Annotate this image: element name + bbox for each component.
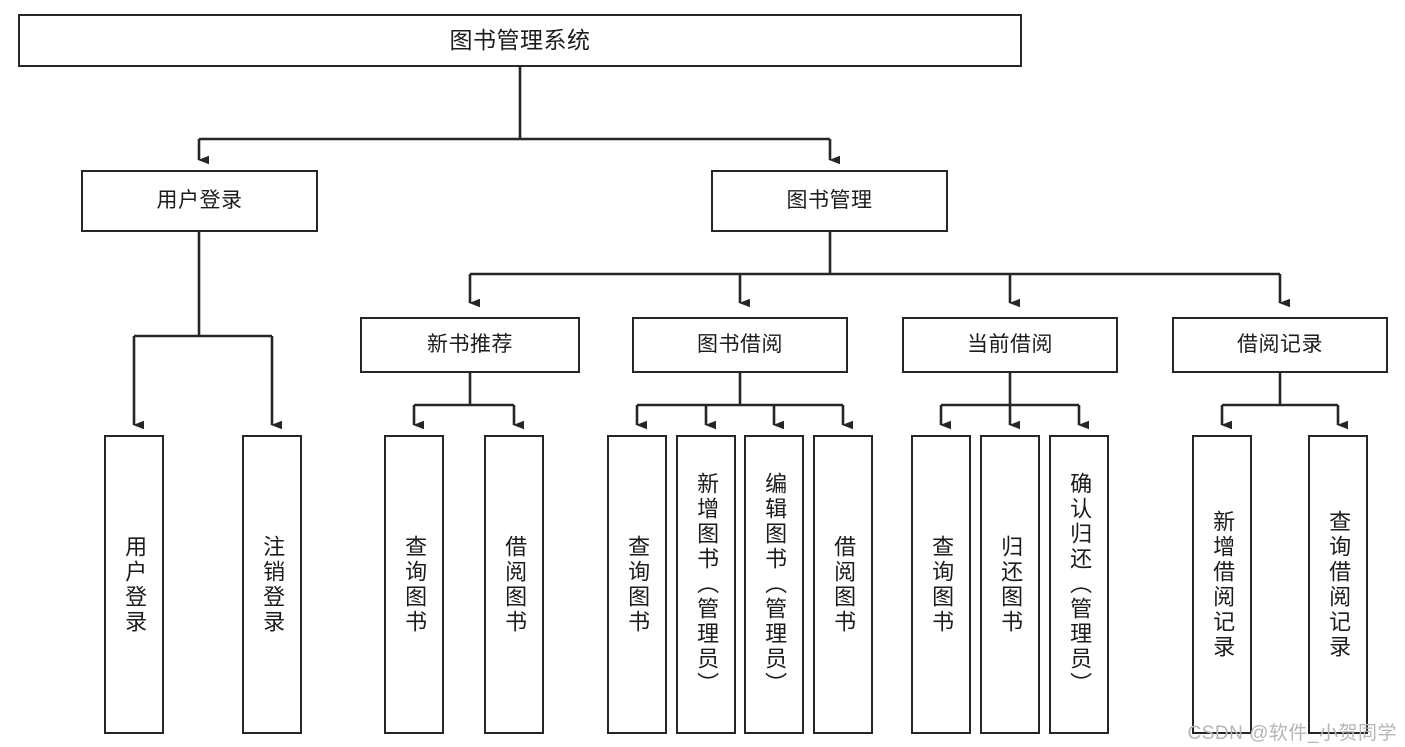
node-label: 借阅记录 bbox=[1237, 332, 1323, 356]
node-label: 图书管理系统 bbox=[449, 27, 591, 54]
node-book-borrow[interactable]: 图书借阅 bbox=[632, 317, 848, 373]
leaf-query-book-recommend[interactable]: 查询图书 bbox=[384, 435, 444, 734]
leaf-query-borrow-record[interactable]: 查询借阅记录 bbox=[1308, 435, 1368, 734]
node-label: 查询图书 bbox=[625, 534, 651, 635]
leaf-query-book-borrow[interactable]: 查询图书 bbox=[607, 435, 667, 734]
leaf-edit-book-admin[interactable]: 编辑图书（管理员） bbox=[744, 435, 804, 734]
node-label: 新增借阅记录 bbox=[1210, 509, 1236, 660]
leaf-add-book-admin[interactable]: 新增图书（管理员） bbox=[676, 435, 736, 734]
node-book-management[interactable]: 图书管理 bbox=[711, 170, 948, 232]
node-current-borrow[interactable]: 当前借阅 bbox=[902, 317, 1118, 373]
node-label: 查询图书 bbox=[402, 534, 428, 635]
node-label: 图书借阅 bbox=[697, 332, 783, 356]
node-label: 注销登录 bbox=[260, 534, 286, 635]
leaf-borrow-book-recommend[interactable]: 借阅图书 bbox=[484, 435, 544, 734]
node-label: 查询图书 bbox=[929, 534, 955, 635]
leaf-add-borrow-record[interactable]: 新增借阅记录 bbox=[1192, 435, 1252, 734]
node-label: 查询借阅记录 bbox=[1326, 509, 1352, 660]
node-new-book-recommend[interactable]: 新书推荐 bbox=[360, 317, 580, 373]
leaf-user-login[interactable]: 用户登录 bbox=[104, 435, 164, 734]
node-label: 借阅图书 bbox=[502, 534, 528, 635]
node-label: 借阅图书 bbox=[831, 534, 857, 635]
node-label: 新增图书（管理员） bbox=[694, 472, 720, 697]
node-borrow-record[interactable]: 借阅记录 bbox=[1172, 317, 1388, 373]
leaf-query-book-current[interactable]: 查询图书 bbox=[911, 435, 971, 734]
leaf-return-book[interactable]: 归还图书 bbox=[980, 435, 1040, 734]
csdn-watermark: CSDN @软件_小贺同学 bbox=[1187, 723, 1397, 744]
node-user-login[interactable]: 用户登录 bbox=[81, 170, 318, 232]
leaf-confirm-return-admin[interactable]: 确认归还（管理员） bbox=[1049, 435, 1109, 734]
node-root-book-management-system[interactable]: 图书管理系统 bbox=[18, 14, 1022, 67]
node-label: 确认归还（管理员） bbox=[1067, 472, 1093, 697]
node-label: 当前借阅 bbox=[967, 332, 1053, 356]
leaf-logout[interactable]: 注销登录 bbox=[242, 435, 302, 734]
node-label: 编辑图书（管理员） bbox=[762, 472, 788, 697]
node-label: 图书管理 bbox=[786, 188, 873, 212]
node-label: 用户登录 bbox=[156, 188, 243, 212]
node-label: 归还图书 bbox=[998, 534, 1024, 635]
node-label: 新书推荐 bbox=[427, 332, 513, 356]
node-label: 用户登录 bbox=[122, 534, 148, 635]
leaf-borrow-book[interactable]: 借阅图书 bbox=[813, 435, 873, 734]
